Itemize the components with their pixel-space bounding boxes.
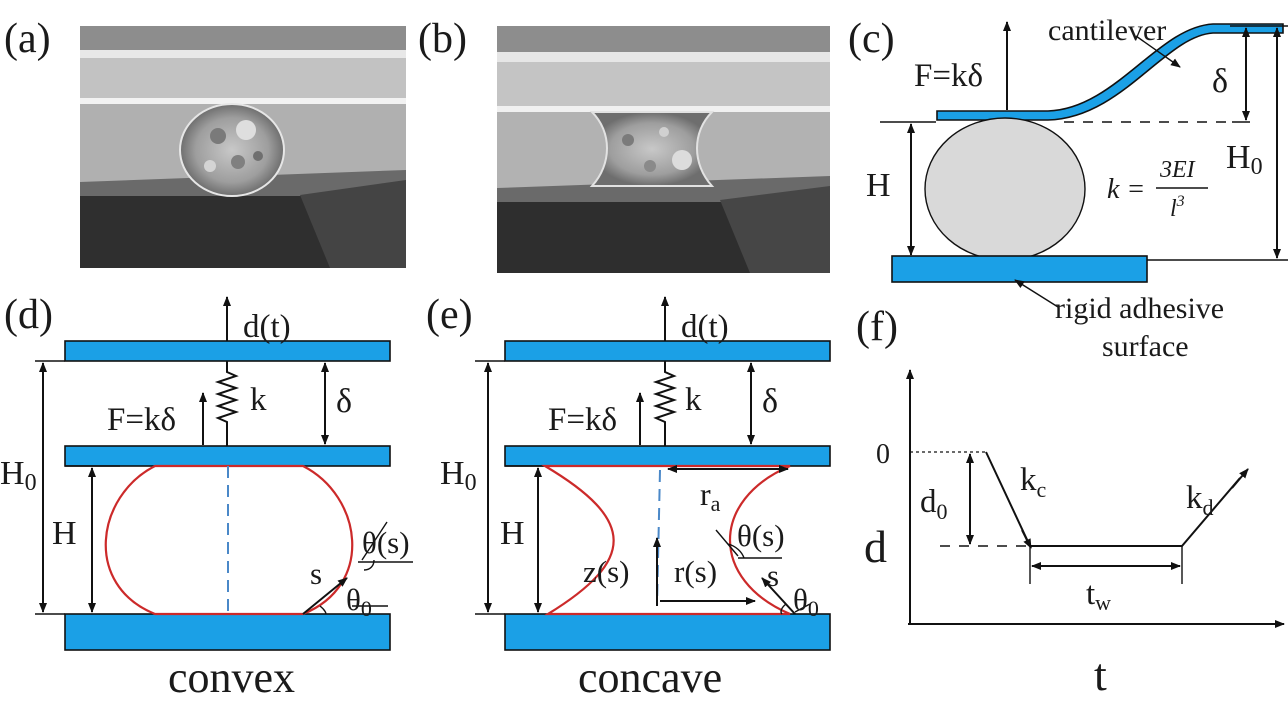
delta-label-c: δ [1212, 63, 1228, 100]
zero-tick-label: 0 [876, 439, 890, 470]
s-label-d: s [310, 556, 322, 591]
micrograph-a [80, 26, 406, 268]
caption-convex: convex [168, 653, 295, 702]
s-label-e: s [767, 558, 779, 593]
micrograph-b [497, 26, 830, 273]
k-label-d: k [250, 382, 267, 418]
caption-concave: concave [578, 653, 722, 702]
cantilever-pointer [1135, 35, 1181, 68]
h-label-e: H [500, 515, 525, 552]
panel-f: (f) 0 d0 kc kd tw d t [856, 304, 1285, 700]
middle-plate-e [504, 445, 831, 467]
cantilever-beam [936, 23, 1284, 121]
cantilever-label: cantilever [1048, 14, 1166, 47]
delta-label-d: δ [336, 383, 352, 420]
bottom-plate-e [504, 613, 831, 651]
compression-arrowhead [1021, 529, 1032, 549]
theta0-label-d: θ0 [346, 582, 372, 621]
zs-label: z(s) [583, 554, 629, 589]
panel-e-tag: (e) [426, 292, 473, 338]
panel-d: (d) d(t) F=kδ k δ H0 H θ(s) s θ0 convex [0, 292, 413, 702]
panel-f-tag: (f) [856, 304, 898, 350]
arclength-arrow-d [302, 577, 348, 615]
stiffness-formula: k = 3EI l3 [1107, 157, 1208, 222]
formula-denominator: l3 [1170, 193, 1185, 222]
force-label-d: F=kδ [107, 402, 176, 438]
spring-e [652, 361, 678, 446]
displacement-protocol-curve [985, 451, 1241, 547]
rs-label: r(s) [674, 554, 717, 589]
panel-b: (b) [418, 16, 830, 273]
theta0-label-e: θ0 [793, 582, 819, 621]
kc-label: kc [1020, 462, 1047, 502]
bottom-plate-d [64, 613, 391, 651]
theta-s-label-e: θ(s) [737, 518, 785, 553]
spring-d [214, 361, 240, 446]
kd-label: kd [1186, 480, 1214, 520]
dt-label-e: d(t) [681, 309, 729, 345]
arclength-arrow-e [761, 577, 796, 615]
cell-c [924, 117, 1086, 261]
d0-label: d0 [920, 484, 948, 524]
surface-label-line1: rigid adhesive [1055, 292, 1224, 325]
force-label-e: F=kδ [548, 402, 617, 438]
h-label-c: H [866, 167, 891, 204]
formula-numerator: 3EI [1159, 157, 1196, 183]
ra-label: ra [700, 476, 721, 516]
middle-plate-d [64, 445, 391, 467]
surface-label-line2: surface [1102, 330, 1189, 363]
panel-d-tag: (d) [4, 292, 53, 338]
delta-label-e: δ [762, 383, 778, 420]
formula-lhs: k = [1107, 174, 1145, 205]
h0-label-e: H0 [440, 455, 477, 496]
panel-b-tag: (b) [418, 16, 467, 62]
h0-label-d: H0 [0, 455, 37, 496]
panel-a-tag: (a) [4, 16, 51, 62]
top-plate-d [64, 340, 391, 362]
panel-a: (a) [4, 16, 406, 268]
k-label-e: k [685, 382, 702, 418]
dt-label-d: d(t) [243, 309, 291, 345]
top-plate-e [504, 340, 831, 362]
rigid-surface [891, 255, 1148, 283]
force-label-c: F=kδ [914, 58, 983, 94]
tw-label: tw [1086, 576, 1111, 615]
surface-pointer [1014, 279, 1059, 308]
panel-c: (c) cantilever F=kδ δ H H0 k = 3EI [848, 14, 1288, 363]
panel-e: (e) d(t) F=kδ k δ H0 H ra θ(s) z(s) r( [426, 292, 831, 702]
h0-label-c: H0 [1226, 139, 1263, 180]
y-axis-label: d [864, 521, 887, 572]
cell-outline-concave [540, 464, 791, 616]
h-label-d: H [52, 515, 77, 552]
retraction-arrowhead [1231, 468, 1249, 489]
panel-c-tag: (c) [848, 16, 895, 62]
theta-s-label-d: θ(s) [362, 525, 410, 560]
x-axis-label: t [1094, 649, 1107, 700]
